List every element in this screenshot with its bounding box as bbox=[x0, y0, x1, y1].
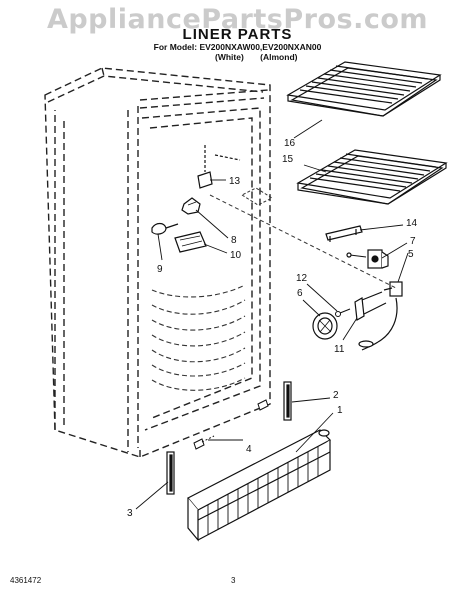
callout-3: 3 bbox=[127, 508, 133, 519]
capillary-sensor bbox=[358, 281, 403, 351]
shelf-support-bracket bbox=[325, 225, 363, 242]
control-bracket bbox=[354, 291, 387, 321]
callout-10: 10 bbox=[230, 250, 242, 261]
hinge-screws bbox=[193, 399, 269, 450]
callout-8: 8 bbox=[231, 235, 237, 246]
callout-numbers: 16 15 14 7 5 12 6 11 13 8 10 9 2 1 4 3 bbox=[127, 138, 418, 519]
mounting-outline bbox=[240, 187, 274, 206]
callout-16: 16 bbox=[284, 138, 296, 149]
watermark: AppliancePartsPros.com bbox=[46, 4, 429, 35]
callout-15: 15 bbox=[282, 154, 294, 165]
callout-5: 5 bbox=[408, 249, 414, 260]
thermostat-knob bbox=[312, 312, 338, 340]
variant-white: (White) bbox=[215, 52, 244, 62]
bracket-screw bbox=[335, 308, 351, 317]
light-assembly bbox=[151, 145, 241, 253]
callout-9: 9 bbox=[157, 264, 163, 275]
cabinet-outline bbox=[44, 67, 271, 458]
callout-4: 4 bbox=[246, 444, 252, 455]
document-number: 4361472 bbox=[10, 576, 42, 585]
callout-7: 7 bbox=[410, 236, 416, 247]
toe-grille bbox=[187, 429, 331, 542]
callout-2: 2 bbox=[333, 390, 339, 401]
callout-11: 11 bbox=[334, 344, 345, 355]
callout-1: 1 bbox=[337, 405, 343, 416]
wire-shelf-top bbox=[286, 61, 442, 117]
wire-shelf-bottom bbox=[296, 149, 448, 205]
callout-14: 14 bbox=[406, 218, 418, 229]
callout-6: 6 bbox=[297, 288, 303, 299]
model-line: For Model: EV200NXAW00,EV200NXAN00 bbox=[153, 42, 322, 52]
hinge-strip-left bbox=[166, 451, 175, 495]
variant-almond: (Almond) bbox=[260, 52, 298, 62]
callout-leaders bbox=[135, 119, 409, 510]
hinge-strip-right bbox=[283, 381, 292, 421]
callout-13: 13 bbox=[229, 176, 241, 187]
thermostat-control bbox=[346, 249, 389, 269]
callout-12: 12 bbox=[296, 273, 308, 284]
cabinet-vent-ribs bbox=[151, 284, 246, 391]
diagram-title: LINER PARTS bbox=[182, 26, 293, 43]
page-number: 3 bbox=[231, 576, 236, 585]
color-variants: (White) (Almond) bbox=[215, 52, 335, 62]
